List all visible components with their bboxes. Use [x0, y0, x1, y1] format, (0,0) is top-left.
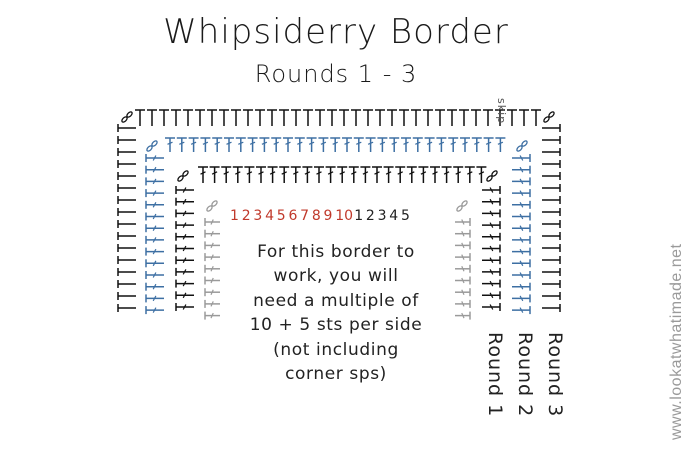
round-3-label: Round 3 — [544, 332, 566, 418]
stitch-count-number: 2 — [365, 208, 375, 224]
round-1-stitches — [204, 200, 471, 320]
round-2-stitches — [145, 137, 531, 315]
round-3-stitches — [117, 109, 561, 312]
note-line: For this border to — [257, 242, 415, 262]
stitch-count-number: 5 — [400, 208, 410, 224]
note-line: work, you will — [273, 266, 399, 287]
chart-title: Whipsiderry Border — [163, 12, 509, 52]
instruction-note: For this border to work, you will need a… — [226, 240, 446, 386]
stitch-count-number: 3 — [377, 208, 387, 224]
stitch-count-number: 10 — [335, 208, 354, 224]
skip-label: skip — [495, 98, 508, 125]
note-line: need a multiple of — [253, 290, 419, 311]
stitch-count-number: 2 — [241, 208, 251, 224]
stitch-count-number: 1 — [354, 208, 364, 224]
stitch-count-number: 8 — [311, 208, 321, 224]
stitch-count-number: 5 — [276, 208, 286, 224]
stitch-count-number: 3 — [253, 208, 263, 224]
watermark: www.lookatwhatimade.net — [668, 243, 685, 440]
stitch-count-number: 4 — [389, 208, 399, 224]
stitch-count-number: 4 — [265, 208, 274, 224]
note-line: 10 + 5 sts per side — [249, 315, 423, 336]
round-3-inner-stitches — [175, 166, 501, 311]
stitch-count-number: 7 — [300, 208, 310, 224]
chart-subtitle: Rounds 1 - 3 — [254, 60, 418, 88]
round-1-label: Round 1 — [484, 332, 506, 418]
stitch-count-number: 9 — [323, 208, 333, 224]
round-2-label: Round 2 — [514, 332, 536, 418]
stitch-count-number: 6 — [288, 208, 298, 224]
stitch-count-number: 1 — [230, 208, 239, 224]
note-line: (not including — [273, 339, 399, 360]
note-line: corner sps) — [285, 364, 387, 385]
